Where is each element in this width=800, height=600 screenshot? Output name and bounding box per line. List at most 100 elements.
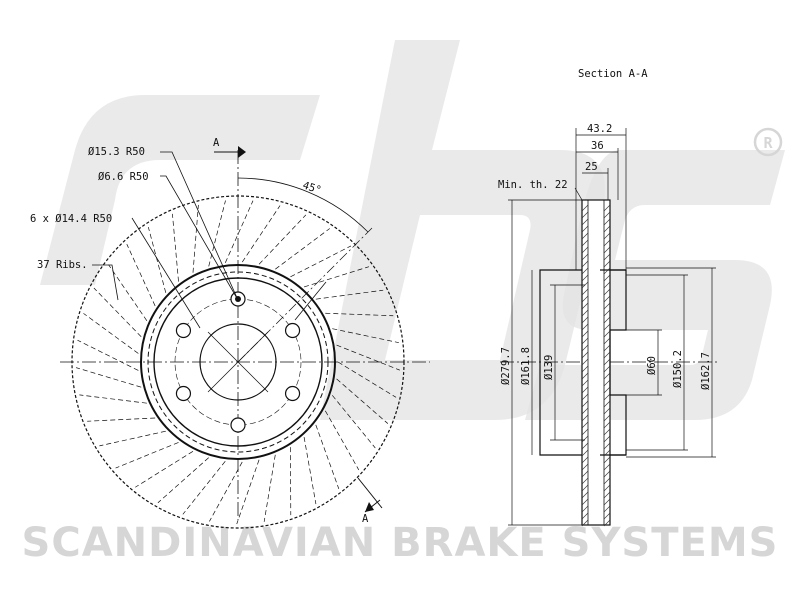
rib-line: [147, 226, 167, 293]
disc-outer-edge: [71, 195, 405, 529]
hatch-line: [603, 239, 611, 247]
hatch-line: [603, 274, 611, 282]
hatch-line: [581, 204, 589, 212]
rib-line: [172, 213, 179, 282]
bolt-hole: [175, 322, 192, 339]
rib-line: [75, 367, 142, 388]
section-arrow-bottom: A: [357, 477, 383, 525]
hatch-line: [581, 316, 589, 324]
min-thickness: Min. th. 22: [498, 179, 568, 191]
hat-outer-edge: [147, 271, 329, 453]
hatch-line: [603, 253, 611, 261]
hatch-line: [603, 260, 611, 268]
center-bore: [199, 323, 277, 401]
hatch-line: [603, 337, 611, 345]
hatch-line: [581, 386, 589, 394]
bolt-holes: [175, 291, 301, 433]
bolt-hole: [175, 385, 192, 402]
hatch-line: [603, 519, 611, 527]
section-view: Section A-A: [498, 68, 720, 527]
diameter-161-8: Ø161.8: [520, 347, 532, 385]
callout-bolt-holes: 6 x Ø14.4 R50: [30, 213, 112, 225]
hatch-line: [581, 211, 589, 219]
company-name: SCANDINAVIAN BRAKE SYSTEMS: [22, 520, 779, 566]
hatch-line: [603, 491, 611, 499]
rib-line: [303, 437, 317, 505]
section-label-bottom: A: [362, 513, 369, 525]
hatch-line: [603, 407, 611, 415]
hatch-line: [581, 309, 589, 317]
hatch-line: [603, 358, 611, 366]
rib-line: [241, 205, 281, 263]
hatch-line: [603, 379, 611, 387]
hatch-line: [581, 512, 589, 520]
angle-label: 45°: [301, 179, 323, 196]
rib-line: [332, 395, 376, 449]
hatch-line: [603, 393, 611, 401]
rib-line: [336, 344, 400, 371]
rib-line: [135, 450, 194, 488]
front-view: A A 45° Ø15.3 R50 Ø6.6 R50 6 x Ø14.4 R50…: [30, 137, 430, 529]
hatch-line: [581, 351, 589, 359]
hatch-line: [581, 470, 589, 478]
hatch-line: [603, 246, 611, 254]
friction-inner-edge: [140, 264, 336, 460]
hatch-line: [603, 323, 611, 331]
hatch-line: [603, 435, 611, 443]
hatch-line: [581, 463, 589, 471]
hatch-line: [581, 330, 589, 338]
hatch-line: [581, 302, 589, 310]
diameter-139: Ø139: [543, 355, 555, 380]
section-dimensions: [508, 128, 716, 526]
hatch-line: [581, 218, 589, 226]
section-hatching: [581, 204, 611, 527]
hatch-line: [603, 316, 611, 324]
hatch-line: [603, 428, 611, 436]
section-label-top: A: [213, 137, 220, 149]
rib-line: [192, 204, 199, 273]
hatch-line: [581, 365, 589, 373]
rib-line: [275, 228, 330, 270]
rib-line: [303, 266, 370, 288]
callout-leaders: [92, 151, 327, 329]
hatch-line: [581, 407, 589, 415]
hatch-line: [581, 372, 589, 380]
rib-line: [209, 461, 243, 522]
disc-profile: [539, 199, 627, 526]
hatch-line: [603, 288, 611, 296]
hatch-line: [603, 302, 611, 310]
rib-line: [290, 245, 352, 278]
hatch-line: [581, 498, 589, 506]
hatch-line: [581, 337, 589, 345]
hatch-line: [603, 512, 611, 520]
hatch-line: [581, 239, 589, 247]
registered-letter: R: [763, 134, 773, 152]
rib-line: [108, 264, 148, 322]
rib-line: [83, 313, 139, 354]
hatch-line: [603, 204, 611, 212]
hatch-line: [603, 386, 611, 394]
hatch-line: [603, 400, 611, 408]
width-25: 25: [585, 161, 598, 173]
rib-line: [126, 244, 156, 307]
rib-line: [324, 410, 360, 471]
hatch-line: [603, 211, 611, 219]
hatch-line: [603, 484, 611, 492]
registered-mark: R: [753, 127, 783, 157]
hatch-line: [603, 344, 611, 352]
rib-line: [77, 339, 139, 371]
diameter-279-7: Ø279.7: [500, 347, 512, 385]
hatch-line: [603, 365, 611, 373]
hatch-line: [581, 323, 589, 331]
hatch-line: [603, 421, 611, 429]
bolt-hole: [230, 417, 246, 433]
bolt-hole: [284, 385, 301, 402]
callout-hole-center: Ø6.6 R50: [98, 171, 149, 183]
rib-line: [157, 457, 209, 504]
hatch-line: [581, 260, 589, 268]
rib-line: [182, 460, 226, 515]
hatch-line: [603, 281, 611, 289]
rib-line: [224, 200, 254, 263]
diameter-60: Ø60: [646, 356, 658, 375]
hatch-line: [603, 470, 611, 478]
